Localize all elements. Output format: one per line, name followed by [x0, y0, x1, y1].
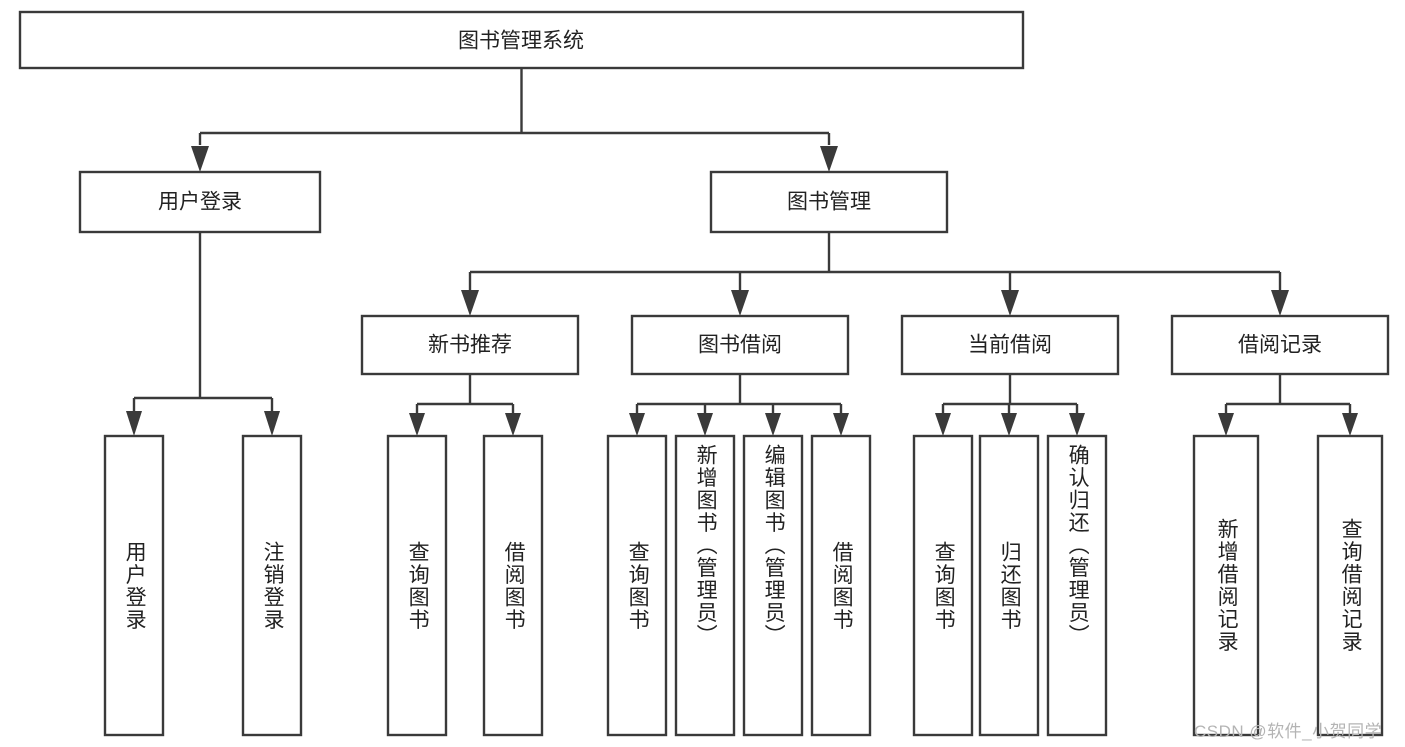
- horizontal-label-layer: 图书管理系统 用户登录 图书管理 新书推荐 图书借阅 当前借阅 借阅记录: [158, 30, 1322, 357]
- arrow-head-leaf-confirm-return: [1069, 413, 1085, 436]
- node-box-book-manage[interactable]: [709, 170, 949, 234]
- arrow-head-user-login: [191, 146, 209, 172]
- node-box-leaf-borrow-book-2[interactable]: [810, 434, 872, 737]
- node-box-leaf-add-record[interactable]: [1192, 434, 1260, 737]
- arrow-head-leaf-user-login: [126, 411, 142, 436]
- node-box-leaf-query-record[interactable]: [1316, 434, 1384, 737]
- label-current-borrow: 当前借阅: [968, 334, 1052, 357]
- node-box-book-borrow[interactable]: [630, 314, 850, 376]
- node-box-leaf-return-book[interactable]: [978, 434, 1040, 737]
- arrow-head-leaf-edit-book: [765, 413, 781, 436]
- arrow-head-leaf-query-book-3: [935, 413, 951, 436]
- arrow-head-leaf-return-book: [1001, 413, 1017, 436]
- node-box-leaf-logout[interactable]: [241, 434, 303, 737]
- label-book-manage: 图书管理: [787, 191, 871, 214]
- arrow-head-borrow-record: [1271, 290, 1289, 316]
- arrow-head-leaf-borrow-book-1: [505, 413, 521, 436]
- arrow-head-leaf-logout: [264, 411, 280, 436]
- node-box-layer: [18, 10, 1390, 737]
- arrow-head-leaf-query-book-2: [629, 413, 645, 436]
- node-box-user-login[interactable]: [78, 170, 322, 234]
- node-box-leaf-query-book-3[interactable]: [912, 434, 974, 737]
- arrow-head-leaf-add-book: [697, 413, 713, 436]
- node-box-leaf-add-book[interactable]: [674, 434, 736, 737]
- arrow-head-book-manage: [820, 146, 838, 172]
- arrow-head-current-borrow: [1001, 290, 1019, 316]
- arrow-head-leaf-query-book-1: [409, 413, 425, 436]
- node-box-root[interactable]: [18, 10, 1025, 70]
- node-box-current-borrow[interactable]: [900, 314, 1120, 376]
- label-user-login: 用户登录: [158, 191, 242, 214]
- node-box-new-book-rec[interactable]: [360, 314, 580, 376]
- arrow-head-new-book-rec: [461, 290, 479, 316]
- node-box-leaf-query-book-2[interactable]: [606, 434, 668, 737]
- node-box-leaf-edit-book[interactable]: [742, 434, 804, 737]
- arrow-head-book-borrow: [731, 290, 749, 316]
- arrow-head-leaf-borrow-book-2: [833, 413, 849, 436]
- node-box-leaf-borrow-book-1[interactable]: [482, 434, 544, 737]
- arrow-head-leaf-add-record: [1218, 413, 1234, 436]
- label-root: 图书管理系统: [458, 30, 584, 53]
- connector-layer: [126, 68, 1358, 436]
- label-borrow-record: 借阅记录: [1238, 334, 1322, 357]
- node-box-leaf-user-login[interactable]: [103, 434, 165, 737]
- label-book-borrow: 图书借阅: [698, 334, 782, 357]
- node-box-borrow-record[interactable]: [1170, 314, 1390, 376]
- node-box-leaf-query-book-1[interactable]: [386, 434, 448, 737]
- arrow-head-leaf-query-record: [1342, 413, 1358, 436]
- label-new-book-rec: 新书推荐: [428, 334, 512, 357]
- node-box-leaf-confirm-return[interactable]: [1046, 434, 1108, 737]
- watermark-text: CSDN @软件_小贺同学: [1194, 722, 1383, 741]
